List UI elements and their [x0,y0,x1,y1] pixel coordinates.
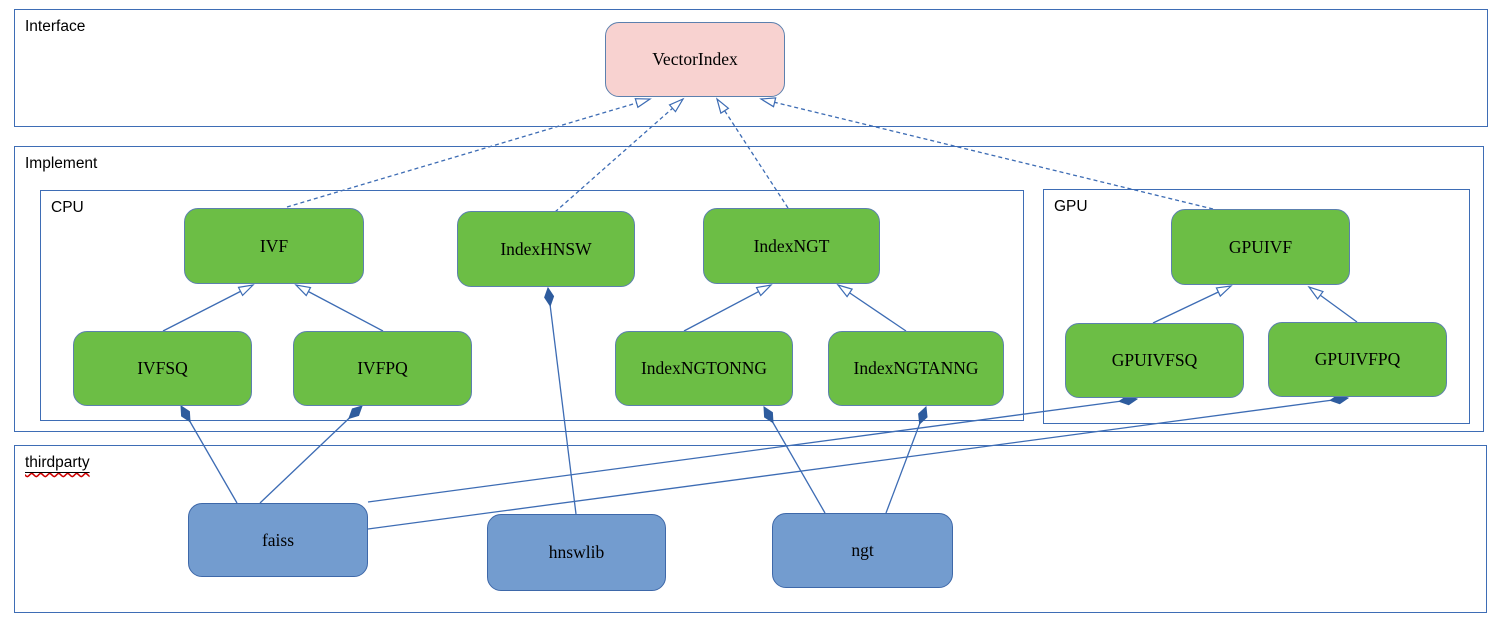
node-ivf[interactable]: IVF [184,208,364,284]
edge-ivfpq-ivf[interactable] [294,284,384,332]
node-ngt-label: ngt [851,540,874,560]
edge-indexngtonng-indexngt[interactable] [683,284,773,332]
edge-hnswlib-indexhnsw[interactable] [544,286,577,515]
edge-faiss-gpuivfpq[interactable] [367,394,1350,530]
node-ivfsq[interactable]: IVFSQ [73,331,252,406]
edge-gpuivf-vectorindex[interactable] [759,97,1214,210]
node-ivf-label: IVF [259,235,289,256]
container-implement[interactable]: Implement [14,146,1484,432]
node-indexngtonng[interactable]: IndexNGTONNG [615,331,793,406]
node-ngt[interactable]: ngt [772,513,953,588]
node-gpuivfsq[interactable]: GPUIVFSQ [1065,323,1244,398]
node-indexngtanng-label: IndexNGTANNG [853,358,979,378]
container-interface[interactable]: Interface [14,9,1488,127]
edge-indexhnsw-vectorindex[interactable] [554,97,685,213]
edge-gpuivfsq-gpuivf[interactable] [1152,285,1233,324]
edge-faiss-gpuivfsq[interactable] [367,395,1139,503]
node-indexhnsw-label: IndexHNSW [500,238,592,259]
node-indexngtonng-label: IndexNGTONNG [640,358,768,378]
node-indexngt[interactable]: IndexNGT [703,208,880,284]
node-faiss-label: faiss [261,529,295,550]
container-thirdparty-label: thirdparty [25,454,90,472]
node-vectorindex[interactable]: VectorIndex [605,22,785,97]
container-thirdparty[interactable]: thirdparty [14,445,1487,613]
node-gpuivf[interactable]: GPUIVF [1171,209,1350,285]
node-gpuivfpq-label: GPUIVFPQ [1314,349,1401,369]
node-hnswlib[interactable]: hnswlib [487,514,666,591]
container-interface-label: Interface [25,18,86,35]
container-cpu[interactable]: CPU [40,190,1024,421]
edge-gpuivfpq-gpuivf[interactable] [1307,285,1358,323]
node-gpuivfsq-label: GPUIVFSQ [1111,350,1198,370]
edge-ngt-indexngtanng[interactable] [885,405,928,514]
node-ivfpq-label: IVFPQ [357,358,408,378]
edge-faiss-ivfsq[interactable] [180,405,238,504]
node-ivfpq[interactable]: IVFPQ [293,331,472,406]
container-implement-label: Implement [25,155,98,172]
node-vectorindex-label: VectorIndex [652,49,738,69]
edge-ivf-vectorindex[interactable] [286,98,652,208]
container-thirdparty-label-text: thirdparty [25,454,90,471]
node-gpuivfpq[interactable]: GPUIVFPQ [1268,322,1447,397]
edge-indexngtanng-indexngt[interactable] [836,283,907,332]
node-indexngt-label: IndexNGT [753,235,830,256]
edge-faiss-ivfpq[interactable] [259,405,363,504]
edge-ngt-indexngtonng[interactable] [763,406,826,514]
edge-ivfsq-ivf[interactable] [162,284,255,332]
node-indexhnsw[interactable]: IndexHNSW [457,211,635,287]
node-ivfsq-label: IVFSQ [137,358,188,378]
node-faiss[interactable]: faiss [188,503,368,577]
node-indexngtanng[interactable]: IndexNGTANNG [828,331,1004,406]
container-gpu-label: GPU [1054,198,1088,215]
container-gpu[interactable]: GPU [1043,189,1470,424]
node-hnswlib-label: hnswlib [548,542,605,562]
node-gpuivf-label: GPUIVF [1228,236,1293,257]
edge-indexngt-vectorindex[interactable] [715,97,789,209]
container-cpu-label: CPU [51,199,84,216]
